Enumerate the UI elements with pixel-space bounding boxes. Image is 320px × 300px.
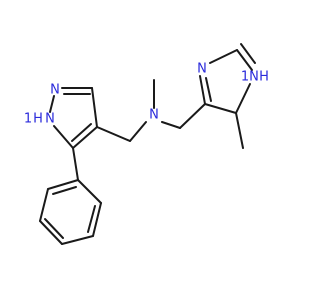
bond-c5-phenyl xyxy=(72,147,79,181)
bond-c4-c5 xyxy=(72,126,98,149)
atom-pyrazole-nh-n: N xyxy=(45,112,55,127)
bond-ph6-ph1 xyxy=(47,179,79,190)
atom-pyrazole-nh: N H 1 xyxy=(24,112,55,127)
atom-amine-n: N xyxy=(149,108,159,123)
atom-labels: N N H 1 N N N 1 H xyxy=(24,62,269,127)
atom-pyrazole-nh-h: H xyxy=(33,112,43,127)
bond-c2-n1 xyxy=(236,49,253,71)
bond-ph4-ph5-double xyxy=(44,218,64,239)
bond-ch2-n xyxy=(129,121,147,142)
bond-c5-c4im xyxy=(204,103,237,114)
bond-n3-c2 xyxy=(209,49,238,64)
bond-n1-n2 xyxy=(49,95,55,113)
pyrazole-ring xyxy=(49,87,98,149)
bond-ph1-ph2 xyxy=(77,179,102,204)
bond-ph4-ph5 xyxy=(39,220,63,245)
atom-imidazole-nh-locant: 1 xyxy=(241,70,249,85)
bond-ph6-ph1-double xyxy=(52,186,77,195)
bond-n-ch2b xyxy=(161,121,181,129)
bond-ch2b-c4im xyxy=(179,103,206,129)
bond-n1-c5 xyxy=(235,83,251,114)
amine-linker xyxy=(96,79,206,142)
phenyl-ring xyxy=(39,147,102,245)
bond-c4-c5-double xyxy=(71,123,92,142)
atom-imidazole-nh-h: H xyxy=(259,70,269,85)
bond-ph3-ph4 xyxy=(61,235,94,245)
bond-c5-methyl xyxy=(235,112,244,149)
atom-imidazole-nh: N 1 H xyxy=(241,70,269,85)
bond-c4im-n3-double xyxy=(205,77,212,102)
bond-c3-c4 xyxy=(91,87,98,128)
bond-ph2-ph3 xyxy=(92,202,102,237)
atom-pyrazole-nh-locant: 1 xyxy=(24,112,32,127)
imidazole-ring xyxy=(199,43,256,149)
atom-imidazole-nh-n: N xyxy=(249,70,259,85)
bond-ph5-ph6 xyxy=(39,188,49,222)
atom-imidazole-n3: N xyxy=(197,62,207,77)
bond-ph2-ph3-double xyxy=(87,205,96,233)
atom-pyrazole-n2: N xyxy=(50,83,60,98)
bond-c4im-n3 xyxy=(199,75,206,105)
bond-c5-n1 xyxy=(53,125,74,149)
bond-c2-n1-double xyxy=(240,43,256,64)
bond-c4-ch2 xyxy=(96,126,131,142)
molecule-diagram: N N H 1 N N N 1 H xyxy=(24,43,269,245)
